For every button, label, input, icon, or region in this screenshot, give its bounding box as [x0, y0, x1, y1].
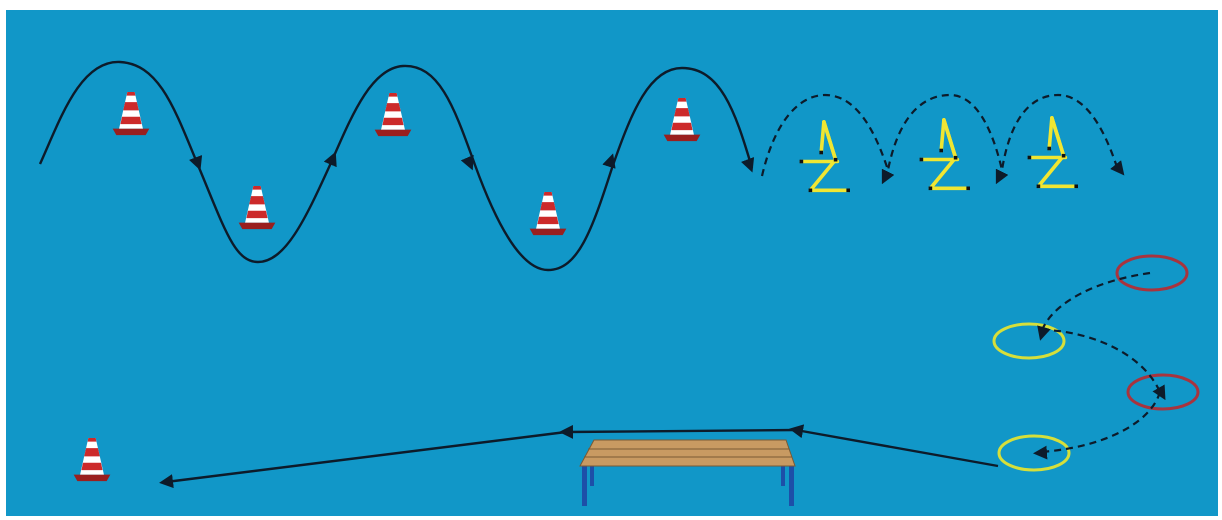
slalom-station [38, 60, 755, 272]
hoop-station [992, 254, 1200, 472]
run-segment-2 [559, 424, 797, 439]
hurdle-station [760, 93, 1125, 195]
bench-station [73, 424, 999, 506]
run-segment-3 [159, 430, 567, 489]
hurdle-jump-path [760, 93, 1120, 177]
hoop-3 [1126, 373, 1200, 411]
hoop-path [1039, 271, 1162, 454]
bench [579, 439, 796, 506]
hoop-4 [997, 434, 1071, 472]
hoop-2 [992, 322, 1066, 360]
hoop-1 [1115, 254, 1189, 292]
slalom-path [38, 60, 754, 272]
run-segment-1 [789, 424, 999, 468]
